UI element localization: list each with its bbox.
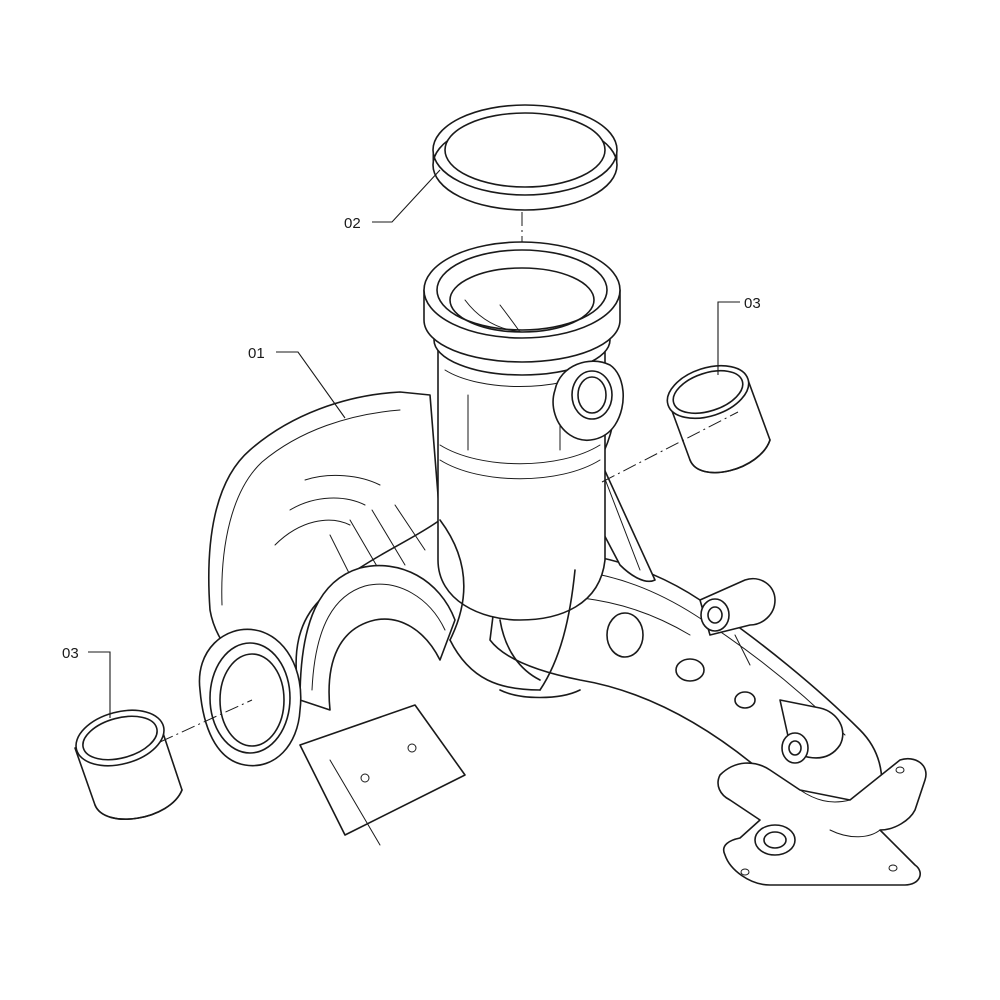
- lower-pin: [779, 699, 844, 764]
- left-bushing-axis: [159, 699, 253, 743]
- part-02-ring: [432, 104, 618, 211]
- upper-pin: [699, 578, 776, 666]
- callout-01: 01: [248, 345, 265, 362]
- callout-03-left: 03: [62, 645, 79, 662]
- part-01-housing: [198, 241, 927, 886]
- callout-03-right: 03: [744, 295, 761, 312]
- callout-02: 02: [344, 215, 361, 232]
- part-03-bushing-left: [74, 709, 183, 820]
- leader-03-right: [717, 301, 740, 375]
- leader-02: [372, 169, 441, 223]
- leader-01: [276, 351, 346, 419]
- part-03-bushing-right: [666, 364, 771, 474]
- leader-03-left: [88, 651, 111, 718]
- right-bushing-axis: [601, 411, 739, 483]
